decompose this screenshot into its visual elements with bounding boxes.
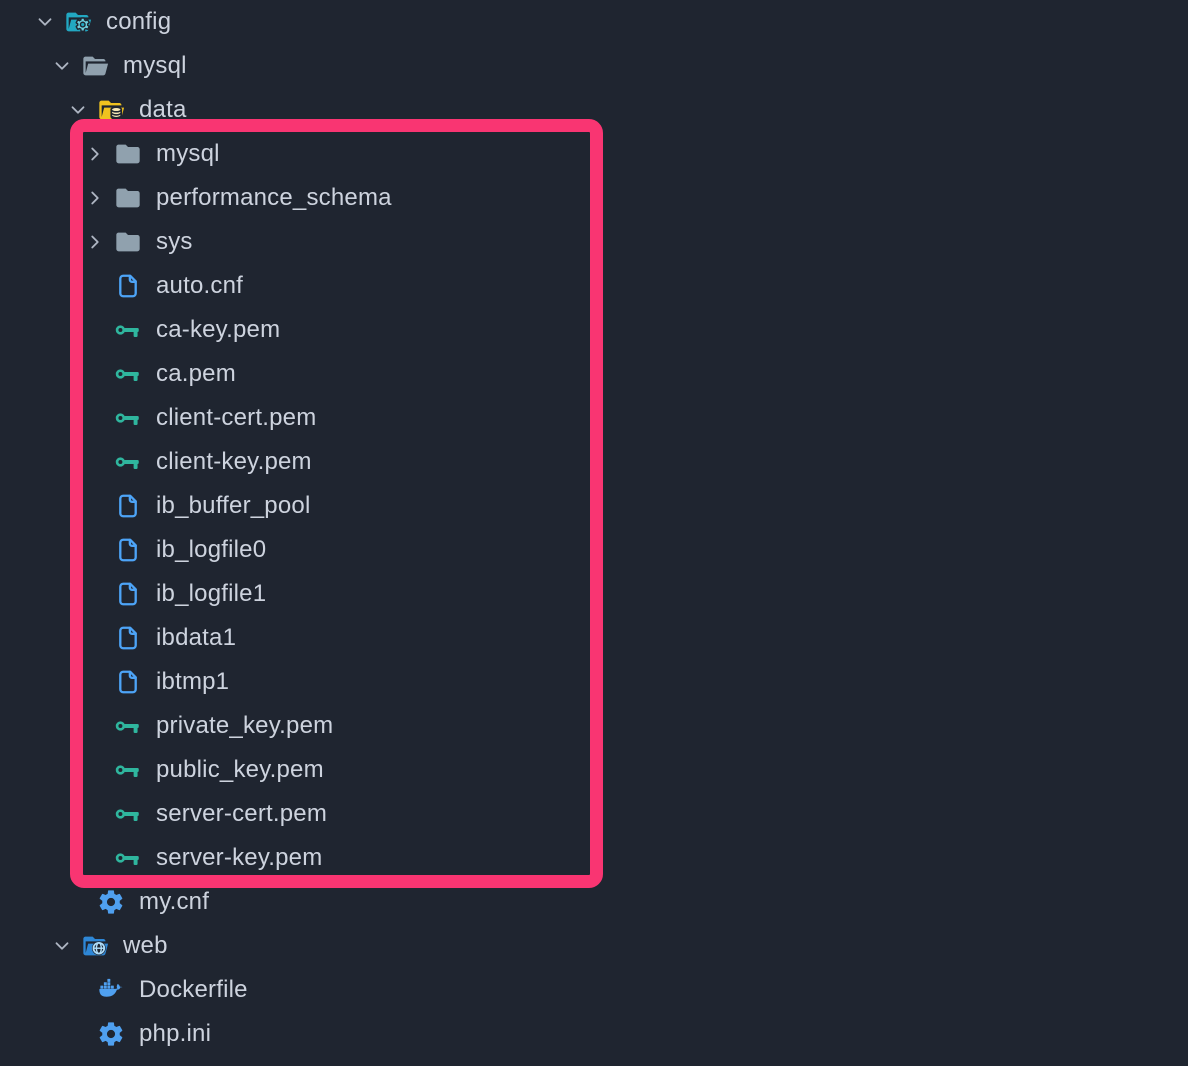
folder-icon <box>113 139 143 169</box>
chevron-placeholder <box>83 626 107 650</box>
chevron-placeholder <box>83 670 107 694</box>
folder-icon <box>113 183 143 213</box>
tree-row-Dockerfile[interactable]: Dockerfile <box>0 968 1188 1012</box>
chevron-placeholder <box>83 318 107 342</box>
tree-row-label: my.cnf <box>139 888 210 915</box>
tree-row-label: server-cert.pem <box>156 800 328 827</box>
chevron-placeholder <box>83 802 107 826</box>
chevron-placeholder <box>83 758 107 782</box>
chevron-placeholder <box>83 538 107 562</box>
chevron-placeholder <box>66 978 90 1002</box>
database-folder-icon <box>96 95 126 125</box>
tree-row-ibdata1[interactable]: ibdata1 <box>0 616 1188 660</box>
tree-row-label: ibtmp1 <box>156 668 230 695</box>
chevron-down-icon[interactable] <box>33 10 57 34</box>
tree-row-label: public_key.pem <box>156 756 324 783</box>
tree-row-php.ini[interactable]: php.ini <box>0 1012 1188 1056</box>
chevron-placeholder <box>66 890 90 914</box>
chevron-down-icon[interactable] <box>50 934 74 958</box>
tree-row-mysql[interactable]: mysql <box>0 132 1188 176</box>
tree-row-label: Dockerfile <box>139 976 248 1003</box>
tree-row-performance_schema[interactable]: performance_schema <box>0 176 1188 220</box>
tree-row-private_key.pem[interactable]: private_key.pem <box>0 704 1188 748</box>
chevron-placeholder <box>83 450 107 474</box>
chevron-placeholder <box>83 274 107 298</box>
key-icon <box>113 711 143 741</box>
tree-row-label: ib_buffer_pool <box>156 492 311 519</box>
tree-row-label: auto.cnf <box>156 272 243 299</box>
tree-row-ib_logfile1[interactable]: ib_logfile1 <box>0 572 1188 616</box>
tree-row-auto.cnf[interactable]: auto.cnf <box>0 264 1188 308</box>
tree-row-label: mysql <box>156 140 220 167</box>
key-icon <box>113 315 143 345</box>
file-icon <box>113 667 143 697</box>
tree-row-label: ib_logfile1 <box>156 580 267 607</box>
tree-row-label: sys <box>156 228 193 255</box>
tree-row-label: client-cert.pem <box>156 404 317 431</box>
key-icon <box>113 359 143 389</box>
tree-row-label: config <box>106 8 172 35</box>
chevron-down-icon[interactable] <box>50 54 74 78</box>
tree-row-server-cert.pem[interactable]: server-cert.pem <box>0 792 1188 836</box>
tree-row-data[interactable]: data <box>0 88 1188 132</box>
tree-row-label: data <box>139 96 187 123</box>
tree-row-label: ib_logfile0 <box>156 536 267 563</box>
tree-row-client-key.pem[interactable]: client-key.pem <box>0 440 1188 484</box>
tree-row-ibtmp1[interactable]: ibtmp1 <box>0 660 1188 704</box>
tree-row-label: mysql <box>123 52 187 79</box>
config-folder-icon <box>63 7 93 37</box>
key-icon <box>113 447 143 477</box>
open-folder-icon <box>80 51 110 81</box>
file-icon <box>113 535 143 565</box>
chevron-placeholder <box>83 494 107 518</box>
chevron-placeholder <box>83 362 107 386</box>
chevron-right-icon[interactable] <box>83 230 107 254</box>
chevron-placeholder <box>83 582 107 606</box>
file-icon <box>113 271 143 301</box>
gear-icon <box>96 887 126 917</box>
key-icon <box>113 403 143 433</box>
tree-row-label: client-key.pem <box>156 448 312 475</box>
tree-row-public_key.pem[interactable]: public_key.pem <box>0 748 1188 792</box>
tree-row-label: private_key.pem <box>156 712 334 739</box>
tree-row-mysql[interactable]: mysql <box>0 44 1188 88</box>
tree-row-web[interactable]: web <box>0 924 1188 968</box>
tree-row-label: web <box>123 932 168 959</box>
tree-row-ib_buffer_pool[interactable]: ib_buffer_pool <box>0 484 1188 528</box>
key-icon <box>113 799 143 829</box>
key-icon <box>113 755 143 785</box>
tree-row-sys[interactable]: sys <box>0 220 1188 264</box>
file-icon <box>113 623 143 653</box>
tree-row-label: ca.pem <box>156 360 236 387</box>
chevron-placeholder <box>83 406 107 430</box>
file-icon <box>113 491 143 521</box>
tree-row-server-key.pem[interactable]: server-key.pem <box>0 836 1188 880</box>
folder-icon <box>113 227 143 257</box>
web-folder-icon <box>80 931 110 961</box>
chevron-down-icon[interactable] <box>66 98 90 122</box>
tree-row-label: performance_schema <box>156 184 392 211</box>
chevron-right-icon[interactable] <box>83 186 107 210</box>
tree-row-ib_logfile0[interactable]: ib_logfile0 <box>0 528 1188 572</box>
docker-icon <box>96 975 126 1005</box>
chevron-placeholder <box>66 1022 90 1046</box>
file-icon <box>113 579 143 609</box>
chevron-placeholder <box>83 846 107 870</box>
tree-row-ca-key.pem[interactable]: ca-key.pem <box>0 308 1188 352</box>
tree-row-label: server-key.pem <box>156 844 323 871</box>
gear-icon <box>96 1019 126 1049</box>
tree-row-label: ibdata1 <box>156 624 237 651</box>
chevron-right-icon[interactable] <box>83 142 107 166</box>
tree-row-my.cnf[interactable]: my.cnf <box>0 880 1188 924</box>
tree-row-client-cert.pem[interactable]: client-cert.pem <box>0 396 1188 440</box>
key-icon <box>113 843 143 873</box>
tree-row-label: php.ini <box>139 1020 212 1047</box>
tree-row-label: ca-key.pem <box>156 316 281 343</box>
tree-row-ca.pem[interactable]: ca.pem <box>0 352 1188 396</box>
tree-row-config[interactable]: config <box>0 0 1188 44</box>
chevron-placeholder <box>83 714 107 738</box>
